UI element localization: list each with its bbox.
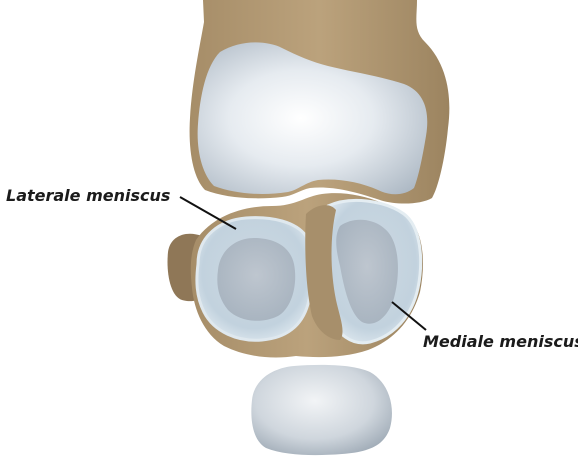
patella-bone <box>251 365 392 455</box>
lateral-tibial-cartilage <box>217 238 295 321</box>
medial-meniscus-label: Mediale meniscus <box>423 334 578 350</box>
tibia <box>168 193 423 357</box>
lateral-leader-line <box>180 197 236 229</box>
femur <box>190 0 450 204</box>
patella <box>251 365 392 455</box>
lateral-meniscus-label: Laterale meniscus <box>6 188 170 204</box>
